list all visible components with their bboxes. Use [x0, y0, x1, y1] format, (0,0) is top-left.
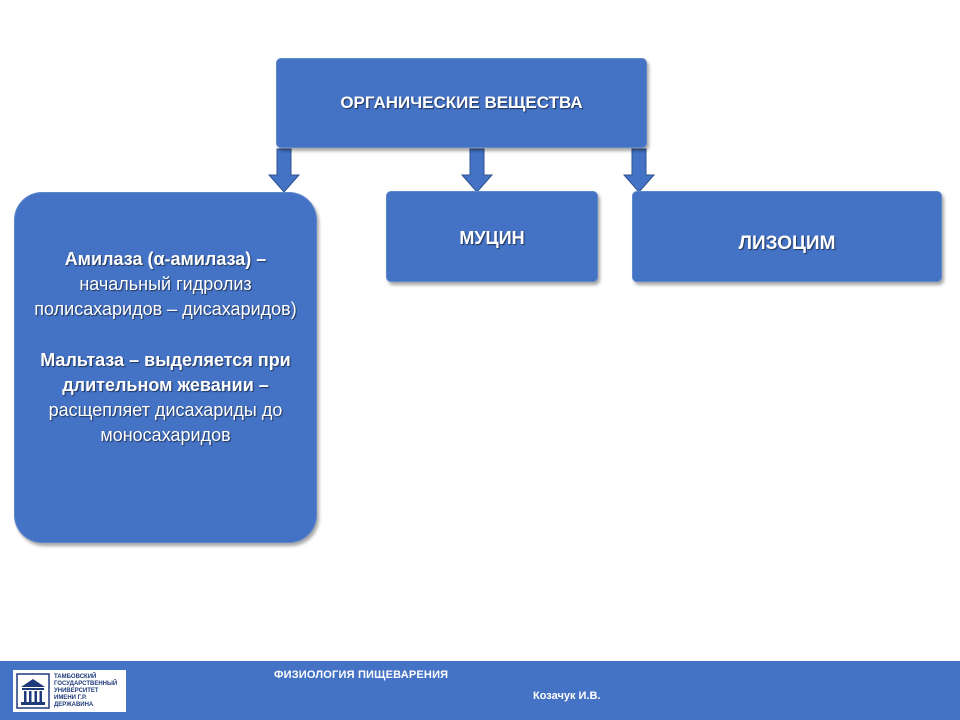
amylase-paragraph: Амилаза (α-амилаза) – начальный гидролиз…	[24, 247, 307, 322]
mucin-box: МУЦИН	[386, 191, 598, 282]
amylase-name: Амилаза (α-амилаза) –	[64, 249, 267, 269]
mucin-label: МУЦИН	[459, 228, 525, 248]
organic-substances-box: ОРГАНИЧЕСКИЕ ВЕЩЕСТВА	[276, 58, 647, 148]
arrow-to-lysozyme	[622, 148, 656, 193]
footer-author: Козачук И.В.	[533, 690, 601, 702]
arrow-to-mucin	[460, 148, 494, 193]
footer-course-title: ФИЗИОЛОГИЯ ПИЩЕВАРЕНИЯ	[274, 669, 449, 681]
university-building-icon	[16, 673, 50, 709]
logo-line: имени Г.Р. Державина	[54, 694, 94, 708]
maltase-paragraph: Мальтаза – выделяется при длительном жев…	[24, 348, 307, 448]
maltase-description: расщепляет дисахариды до моносахаридов	[48, 400, 283, 445]
university-logo: Тамбовский государственный университет и…	[13, 670, 126, 712]
organic-substances-label: ОРГАНИЧЕСКИЕ ВЕЩЕСТВА	[340, 93, 583, 112]
amylase-description: начальный гидролиз полисахаридов – дисах…	[34, 274, 297, 319]
logo-text: Тамбовский государственный университет и…	[54, 674, 123, 709]
lysozyme-label: ЛИЗОЦИМ	[738, 233, 836, 254]
footer-bar	[0, 661, 960, 720]
enzymes-box: Амилаза (α-амилаза) – начальный гидролиз…	[14, 192, 317, 543]
logo-line: Тамбовский	[54, 673, 97, 680]
arrow-to-enzymes	[267, 148, 301, 193]
lysozyme-box: ЛИЗОЦИМ	[632, 191, 942, 282]
maltase-name: Мальтаза – выделяется при длительном жев…	[40, 350, 291, 395]
logo-line: университет	[54, 687, 99, 694]
logo-line: государственный	[54, 680, 118, 687]
